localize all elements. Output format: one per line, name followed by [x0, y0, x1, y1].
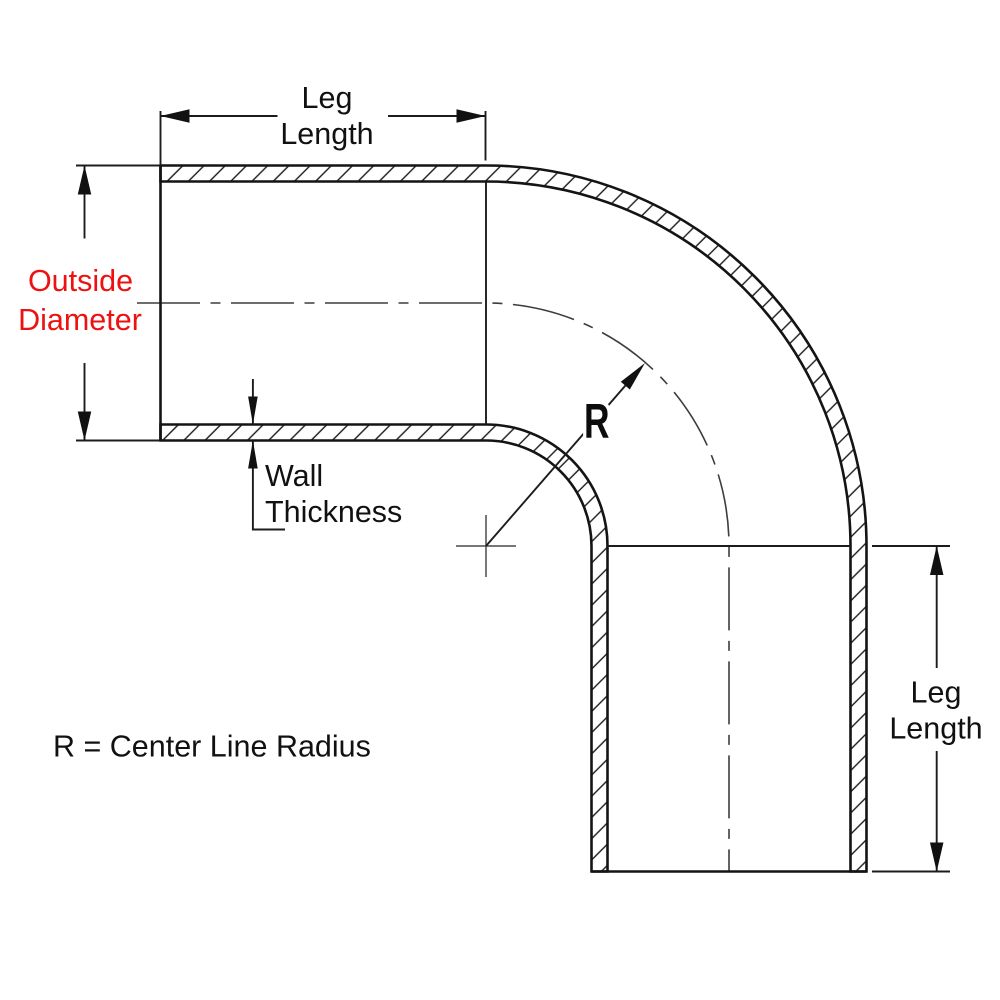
radius-arrowhead — [620, 363, 645, 390]
leg-length-right-label-line2: Length — [889, 712, 982, 746]
arrowhead-up — [248, 440, 258, 469]
arrowhead-up — [929, 546, 944, 575]
leg-length-top-label-line1: Leg — [302, 81, 353, 115]
leader-line — [251, 440, 285, 531]
leg-length-right-label-line1: Leg — [911, 676, 962, 710]
outside-diameter-label-line2: Diameter — [18, 303, 142, 337]
arrowhead-right — [456, 109, 486, 123]
arrowhead-up — [77, 165, 92, 195]
outside-diameter-label-line1: Outside — [28, 264, 133, 298]
arrowhead-down — [929, 842, 944, 872]
arrowhead-down — [77, 411, 92, 441]
radius-symbol-label: R — [584, 395, 610, 449]
outside-diameter-dimension: Outside Diameter — [18, 164, 161, 442]
leg-length-right-dimension: Leg Length — [872, 545, 983, 873]
radius-note-label: R = Center Line Radius — [53, 730, 371, 764]
wall-thickness-label-line1: Wall — [265, 459, 323, 493]
arrowhead-left — [160, 109, 190, 123]
leg-length-top-dimension: Leg Length — [159, 81, 487, 166]
tube-centerline — [137, 302, 730, 872]
wall-thickness-dimension: Wall Thickness — [248, 379, 402, 531]
wall-thickness-label-line2: Thickness — [265, 495, 402, 529]
arrowhead-down — [248, 396, 258, 425]
radius-dimension — [485, 363, 645, 547]
leg-length-top-label-line2: Length — [280, 117, 373, 151]
